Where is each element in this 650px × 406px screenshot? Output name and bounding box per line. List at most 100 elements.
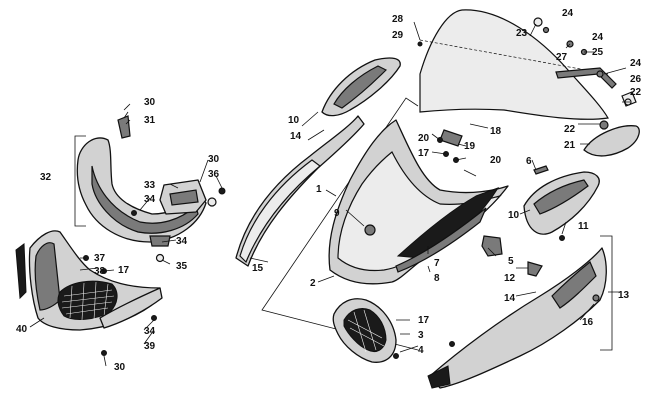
callout-30-top: 30 [144,97,156,108]
callout-14-right: 14 [504,293,516,304]
screw-6 [533,165,549,175]
callout-18: 18 [490,126,502,137]
callout-20-upper: 20 [418,133,430,144]
callout-4: 4 [418,345,424,356]
bracket-35-part [149,235,171,247]
callout-14-left: 14 [290,131,302,142]
callout-29: 29 [392,30,404,41]
fastener-35 [155,253,165,263]
fastener-30b [207,197,217,207]
callout-34-upper: 34 [144,194,156,205]
hood-assembly [235,9,640,389]
fastener-36 [218,187,226,195]
fastener-24a [542,26,550,34]
fastener-16 [592,294,600,302]
callout-20-lower: 20 [490,155,502,166]
fastener-24c [596,70,604,78]
lower-side-panel-graphic [551,261,597,309]
callout-33: 33 [144,180,156,191]
callout-24-right: 24 [630,58,642,69]
callout-30-bottom: 30 [114,362,126,373]
callout-24-top: 24 [562,8,574,19]
screw-29 [417,41,423,47]
bracket-33-slot [169,189,199,206]
air-intake-3-grille [343,307,387,353]
callout-17-lower: 17 [418,315,430,326]
callout-8: 8 [434,273,440,284]
callout-16: 16 [582,317,594,328]
callout-22-right: 22 [630,87,642,98]
callout-15: 15 [252,263,264,274]
callout-9: 9 [334,208,340,219]
callout-40: 40 [16,324,28,335]
callout-17-left: 17 [118,265,130,276]
callout-7: 7 [434,258,440,269]
side-trim-40 [15,243,27,300]
callout-12: 12 [504,273,516,284]
callout-37: 37 [94,253,106,264]
intake-mesh-lines [61,281,115,321]
callout-38: 38 [94,266,106,277]
hardware-19 [439,129,463,147]
fastener-22b [599,120,609,130]
lower-trim-39 [99,287,163,329]
air-intake-3-mesh [347,309,385,353]
callout-23: 23 [516,28,528,39]
callout-5: 5 [508,256,514,267]
bracket-5 [481,235,503,257]
callout-3: 3 [418,330,424,341]
callout-34-mid: 34 [176,236,188,247]
callout-10-left: 10 [288,115,300,126]
fastener-30c [101,350,107,356]
fastener-34c [151,315,157,321]
emblem-9 [364,224,376,236]
bracket-13-line [600,235,613,351]
callout-21: 21 [564,140,576,151]
fastener-11 [559,235,565,241]
callout-25: 25 [592,47,604,58]
callout-6: 6 [526,156,532,167]
leaders-main [249,21,630,353]
lower-side-panel-tip [427,365,451,389]
callout-24-mid: 24 [592,32,604,43]
windshield-18 [419,9,609,120]
fastener-17c [449,341,455,347]
hood-accent-8 [395,207,487,273]
callout-35: 35 [176,261,188,272]
callout-26: 26 [630,74,642,85]
callout-27: 27 [556,52,568,63]
side-strip-15-edge [239,159,321,264]
callout-22-mid: 22 [564,124,576,135]
lower-side-panel-13 [429,247,607,389]
side-panel-10-vent [533,179,589,215]
callout-17-center: 17 [418,148,430,159]
windshield-stripe [419,39,609,75]
upper-bumper-inner [91,165,199,234]
callout-31: 31 [144,115,156,126]
callout-30-mid: 30 [208,154,220,165]
callout-10-right: 10 [508,210,520,221]
air-scoop-top-vent [333,65,388,109]
callout-2: 2 [310,278,316,289]
bolt-31-part [117,115,131,139]
callout-19: 19 [464,141,476,152]
leaders-left [29,103,223,367]
nose-pan-assembly [15,103,226,367]
callout-28: 28 [392,14,404,25]
side-strip-15 [235,115,365,267]
callout-36: 36 [208,169,220,180]
fastener-4 [393,353,399,359]
callout-13: 13 [618,290,630,301]
fastener-34a [131,210,137,216]
callout-34-lower: 34 [144,326,156,337]
callout-1: 1 [316,184,322,195]
bracket-32-line [74,135,86,227]
callout-32: 32 [40,172,52,183]
bolt-31-leader [123,111,129,119]
deflector-21 [583,125,640,157]
callout-11: 11 [578,221,589,232]
bracket-12 [527,261,543,277]
callout-labels: 30 31 32 30 36 33 34 34 35 37 38 17 40 3… [16,8,642,373]
